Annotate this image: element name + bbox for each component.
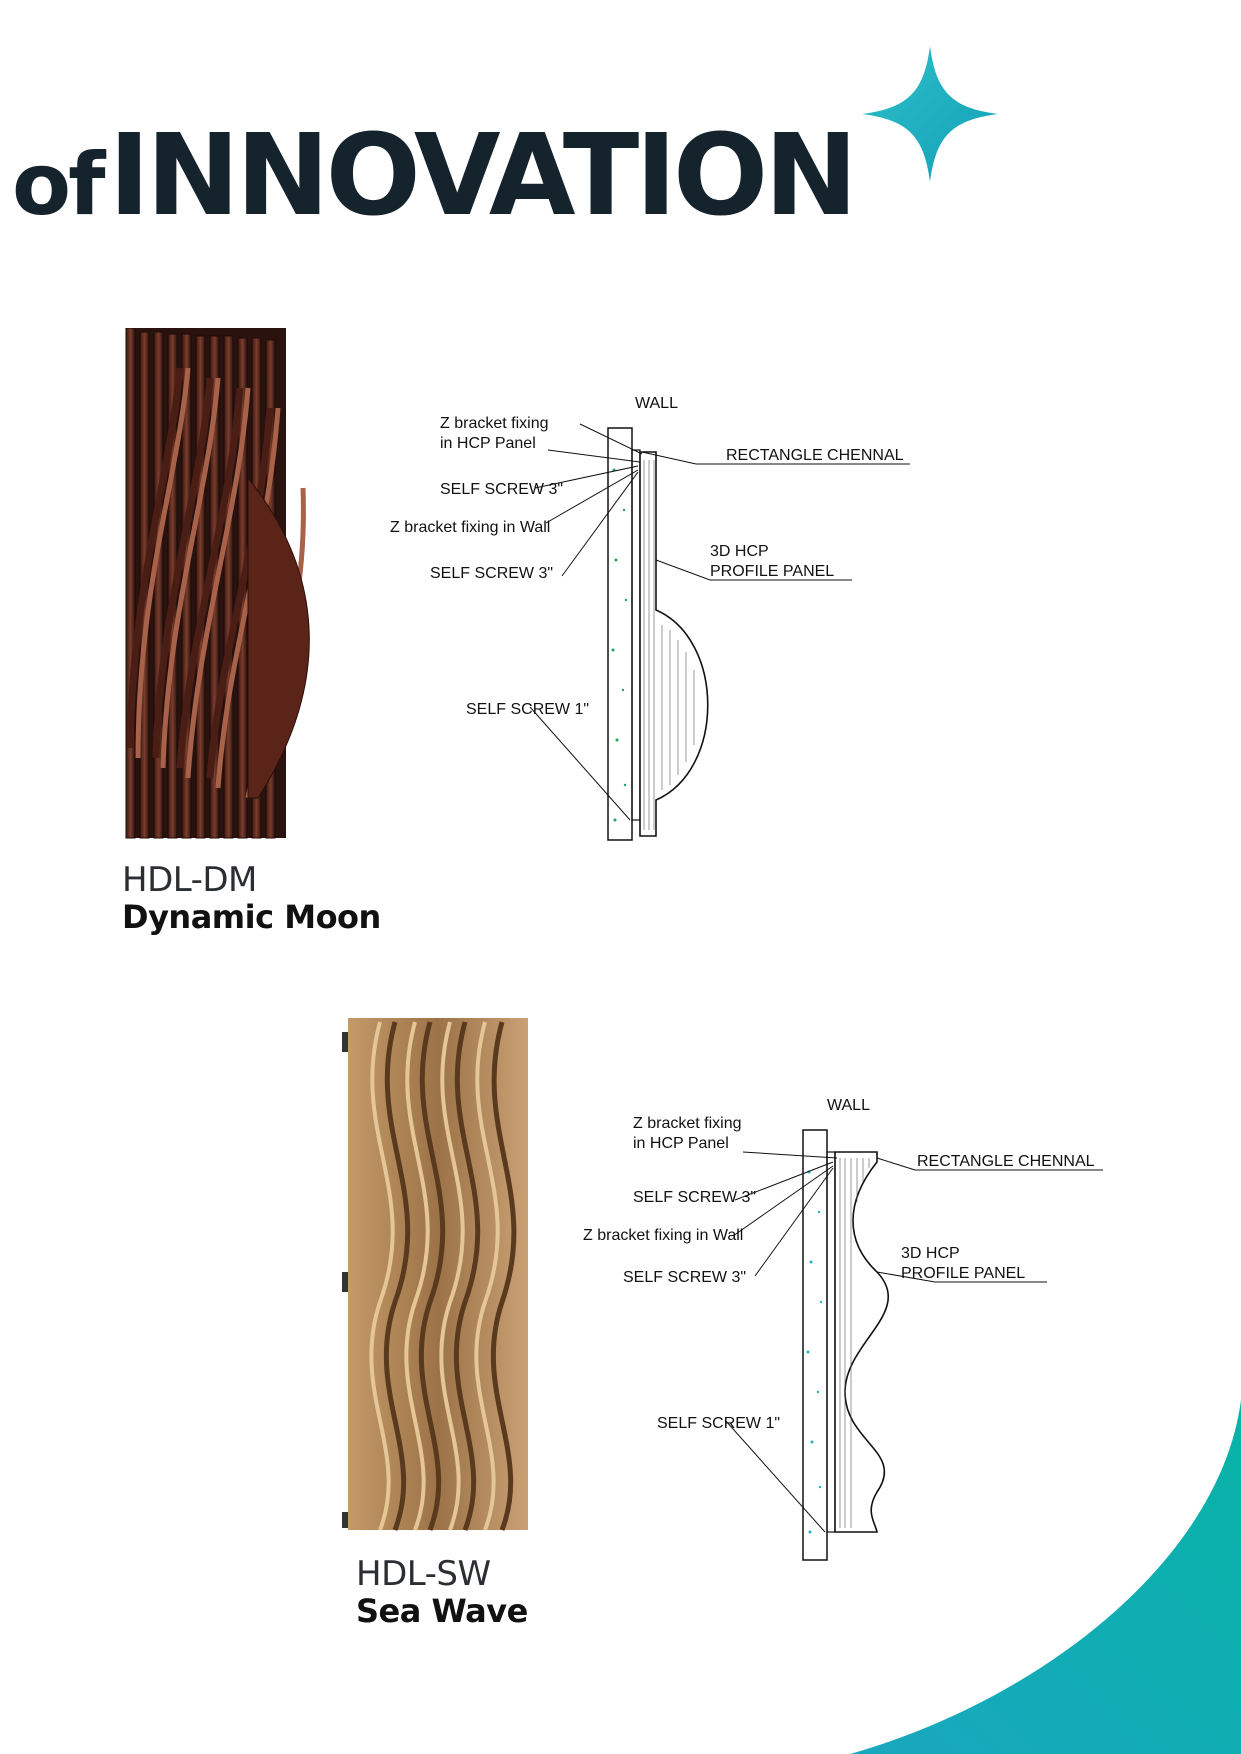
label-z-bracket-panel-1: Z bracket fixing <box>633 1115 741 1132</box>
label-profile-2: PROFILE PANEL <box>710 563 834 580</box>
label-self-screw-3b: SELF SCREW 3" <box>623 1269 746 1286</box>
label-z-bracket-wall: Z bracket fixing in Wall <box>390 519 550 536</box>
label-wall: WALL <box>635 395 678 412</box>
label-profile-1: 3D HCP <box>901 1245 960 1262</box>
label-z-bracket-panel-2: in HCP Panel <box>440 435 536 452</box>
product-code: HDL-SW <box>356 1554 491 1594</box>
label-wall: WALL <box>827 1097 870 1114</box>
label-z-bracket-wall: Z bracket fixing in Wall <box>583 1227 743 1244</box>
title-small-word: of <box>12 135 105 235</box>
dynamic-moon-panel-image <box>125 328 310 839</box>
label-profile-2: PROFILE PANEL <box>901 1265 1025 1282</box>
label-self-screw-3a: SELF SCREW 3" <box>440 481 563 498</box>
label-self-screw-1: SELF SCREW 1" <box>657 1415 780 1432</box>
installation-drawing: WALL Z bracket fixing in HCP Panel SELF … <box>583 1097 1103 1561</box>
product-name: Dynamic Moon <box>122 898 381 936</box>
star-icon <box>862 46 998 182</box>
product-name: Sea Wave <box>356 1592 528 1630</box>
label-self-screw-1: SELF SCREW 1" <box>466 701 589 718</box>
label-z-bracket-panel-2: in HCP Panel <box>633 1135 729 1152</box>
label-channel: RECTANGLE CHENNAL <box>917 1153 1095 1170</box>
installation-drawing: WALL Z bracket fixing in HCP Panel SELF … <box>390 395 910 841</box>
label-channel: RECTANGLE CHENNAL <box>726 447 904 464</box>
title-big-word: INNOVATION <box>108 111 858 241</box>
label-profile-1: 3D HCP <box>710 543 769 560</box>
label-self-screw-3b: SELF SCREW 3" <box>430 565 553 582</box>
label-self-screw-3a: SELF SCREW 3" <box>633 1189 756 1206</box>
sea-wave-panel-image <box>342 1018 528 1531</box>
page-title: ofINNOVATION <box>12 120 858 235</box>
label-z-bracket-panel-1: Z bracket fixing <box>440 415 548 432</box>
product-code: HDL-DM <box>122 860 257 900</box>
